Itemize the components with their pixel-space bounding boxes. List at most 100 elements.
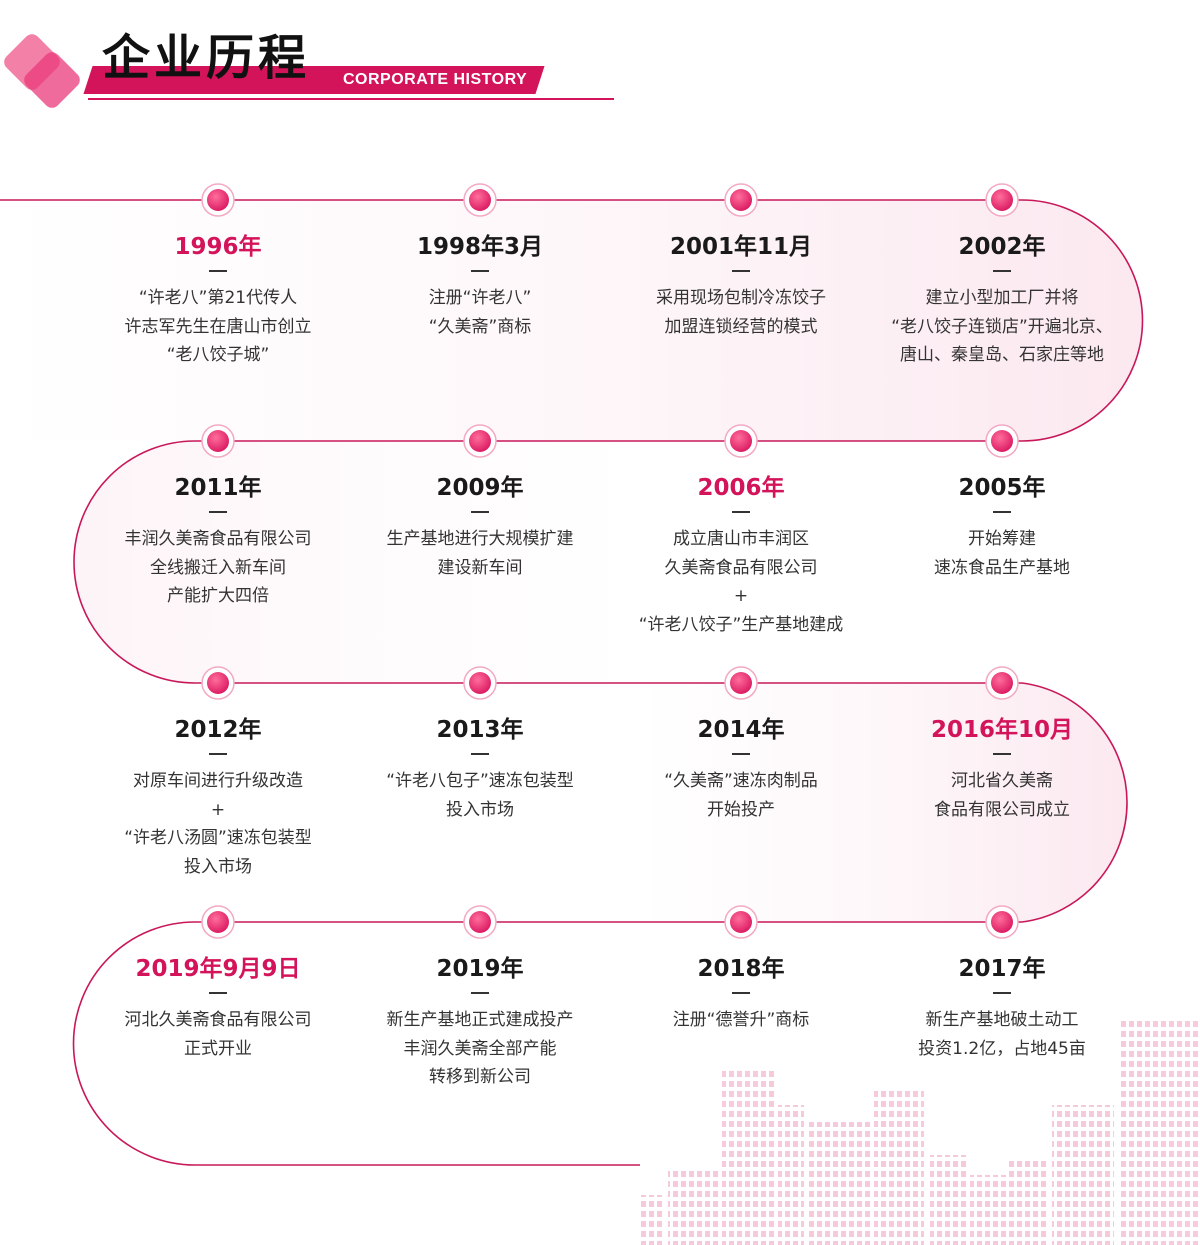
timeline-dot: [463, 183, 497, 217]
timeline-description-line: 开始筹建: [968, 529, 1036, 549]
timeline-description-line: 久美斋食品有限公司: [664, 557, 818, 578]
timeline-description-line: 加盟连锁经营的模式: [664, 316, 818, 337]
timeline-description-line: 建立小型加工厂并将: [925, 288, 1079, 308]
timeline-description-line: “许老八”第21代传人: [138, 288, 298, 308]
timeline-item: 2012年对原车间进行升级改造 + “许老八汤圆”速冻包装型投入市场: [88, 715, 348, 881]
timeline-year: 2014年: [697, 717, 785, 743]
timeline-band: [74, 441, 641, 683]
timeline-year: 2005年: [958, 475, 1046, 501]
timeline-year: 2006年: [697, 475, 785, 501]
year-divider: [993, 992, 1011, 994]
timeline-item: 2019年9月9日河北久美斋食品有限公司正式开业: [88, 954, 348, 1063]
timeline-year: 2002年: [958, 234, 1046, 260]
timeline-description-line: 注册“许老八”: [428, 288, 532, 308]
page-title: 企业历程: [102, 30, 311, 86]
timeline-dot: [985, 183, 1019, 217]
timeline-description-line: 速冻食品生产基地: [934, 557, 1070, 578]
year-divider: [732, 270, 750, 272]
year-divider: [471, 270, 489, 272]
timeline-description-line: 注册“德誉升”商标: [672, 1010, 810, 1030]
timeline-description-line: 转移到新公司: [429, 1067, 531, 1087]
timeline-dot: [724, 424, 758, 458]
timeline-description-line: 采用现场包制冷冻饺子: [656, 288, 826, 308]
timeline-year: 2009年: [436, 475, 524, 501]
timeline-dot: [201, 905, 235, 939]
timeline-description-line: 丰润久美斋全部产能: [403, 1038, 557, 1059]
timeline-item: 2017年新生产基地破土动工投资1.2亿，占地45亩: [872, 954, 1132, 1063]
timeline-year: 2016年10月: [930, 717, 1074, 743]
timeline-dot: [724, 666, 758, 700]
timeline-description-line: “许老八汤圆”速冻包装型: [124, 828, 312, 848]
year-divider: [732, 511, 750, 513]
title-underline: [88, 98, 614, 100]
timeline-year: 1998年3月: [416, 234, 544, 260]
section-header: 企业历程 CORPORATE HISTORY: [0, 0, 620, 112]
timeline-item: 2001年11月采用现场包制冷冻饺子加盟连锁经营的模式: [611, 232, 871, 341]
timeline-item: 2019年新生产基地正式建成投产丰润久美斋全部产能转移到新公司: [350, 954, 610, 1092]
timeline-year: 2017年: [958, 956, 1046, 982]
timeline-dot: [201, 183, 235, 217]
year-divider: [732, 992, 750, 994]
timeline-dot: [724, 183, 758, 217]
year-divider: [209, 753, 227, 755]
timeline-band: [640, 683, 1128, 922]
year-divider: [209, 270, 227, 272]
year-divider: [993, 511, 1011, 513]
timeline-year: 2011年: [174, 475, 262, 501]
timeline-dot: [463, 666, 497, 700]
timeline-dot: [985, 424, 1019, 458]
timeline-description-line: 投资1.2亿，占地45亩: [918, 1038, 1086, 1059]
timeline-item: 2013年“许老八包子”速冻包装型投入市场: [350, 715, 610, 824]
year-divider: [471, 511, 489, 513]
timeline-description-line: “久美斋”商标: [428, 316, 532, 337]
timeline-item: 2014年 “久美斋”速冻肉制品开始投产: [611, 715, 871, 824]
timeline-item: 2006年成立唐山市丰润区久美斋食品有限公司+“许老八饺子”生产基地建成: [611, 473, 871, 639]
timeline-item: 2016年10月河北省久美斋食品有限公司成立: [872, 715, 1132, 824]
timeline-dot: [201, 424, 235, 458]
timeline-year: 1996年: [174, 234, 262, 260]
timeline-year: 2001年11月: [669, 234, 813, 260]
timeline-description-line: “许老八包子”速冻包装型: [386, 771, 574, 791]
timeline-description-line: 新生产基地正式建成投产: [386, 1010, 574, 1030]
timeline-dot: [463, 424, 497, 458]
timeline-description-line: 投入市场: [184, 856, 252, 877]
timeline-description-line: 全线搬迁入新车间: [150, 557, 286, 578]
timeline-item: 2018年注册“德誉升”商标: [611, 954, 871, 1035]
year-divider: [209, 511, 227, 513]
timeline-item: 2009年生产基地进行大规模扩建建设新车间: [350, 473, 610, 582]
timeline-dot: [724, 905, 758, 939]
timeline-description-line: 生产基地进行大规模扩建: [386, 529, 574, 549]
timeline-description-line: 唐山、秦皇岛、石家庄等地: [900, 345, 1104, 365]
timeline-description-line: “许老八饺子”生产基地建成: [638, 614, 844, 635]
timeline-year: 2012年: [174, 717, 262, 743]
timeline-description-line: 正式开业: [184, 1038, 252, 1059]
timeline-description-line: “老八饺子城”: [166, 345, 270, 365]
timeline-year: 2019年9月9日: [135, 956, 301, 982]
timeline-description-line: 对原车间进行升级改造: [133, 771, 303, 791]
timeline-year: 2018年: [697, 956, 785, 982]
timeline-dot: [985, 905, 1019, 939]
timeline-item: 1998年3月注册“许老八” “久美斋”商标: [350, 232, 610, 341]
timeline-year: 2013年: [436, 717, 524, 743]
timeline-line: [0, 199, 1144, 1166]
timeline-item: 2005年开始筹建速冻食品生产基地: [872, 473, 1132, 582]
timeline-description-line: 新生产基地破土动工: [925, 1010, 1079, 1030]
year-divider: [993, 753, 1011, 755]
timeline-description-line: 建设新车间: [437, 557, 523, 578]
timeline-dot: [985, 666, 1019, 700]
timeline-description-line: 开始投产: [707, 799, 775, 820]
timeline-description-line: “久美斋”速冻肉制品: [664, 771, 818, 791]
timeline-description-line: 许志军先生在唐山市创立: [124, 316, 312, 337]
timeline-description-line: +: [210, 799, 226, 820]
timeline-description-line: 产能扩大四倍: [167, 586, 269, 606]
year-divider: [209, 992, 227, 994]
timeline-item: 2002年建立小型加工厂并将“老八饺子连锁店”开遍北京、唐山、秦皇岛、石家庄等地: [872, 232, 1132, 370]
timeline-dot: [201, 666, 235, 700]
year-divider: [471, 753, 489, 755]
year-divider: [993, 270, 1011, 272]
timeline-dot: [463, 905, 497, 939]
timeline-year: 2019年: [436, 956, 524, 982]
timeline-item: 1996年 “许老八”第21代传人许志军先生在唐山市创立 “老八饺子城”: [88, 232, 348, 370]
